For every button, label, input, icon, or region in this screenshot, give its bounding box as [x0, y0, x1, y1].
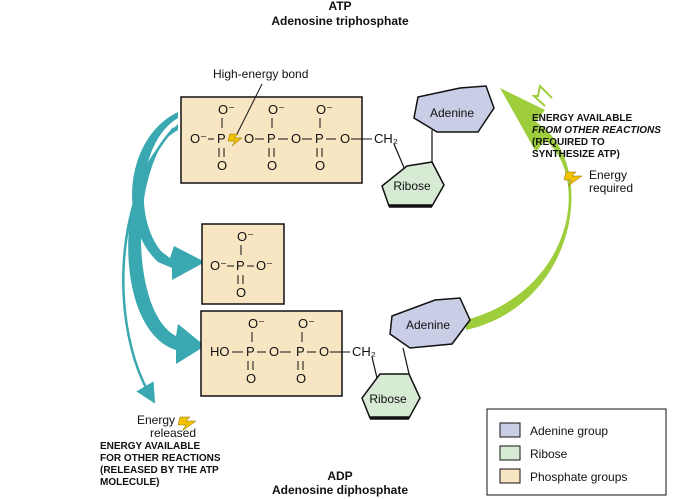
high-energy-bond-label: High-energy bond — [213, 67, 308, 81]
legend-swatch-ribose — [499, 445, 521, 461]
atp-adenine-label: Adenine — [430, 106, 474, 120]
adp-phosphate-box — [200, 310, 343, 397]
teal-arrow-released — [122, 127, 175, 404]
atp-subtitle: Adenosine triphosphate — [271, 14, 409, 28]
svg-text:O: O — [217, 158, 227, 173]
teal-arrow-to-pi — [132, 112, 205, 280]
adp-adenine-label: Adenine — [406, 318, 450, 332]
high-energy-bolt-icon — [227, 133, 243, 147]
svg-text:O⁻: O⁻ — [210, 258, 227, 273]
free-phosphate-box — [201, 223, 285, 305]
svg-text:O: O — [246, 371, 256, 386]
svg-text:O: O — [267, 158, 277, 173]
svg-text:P: P — [267, 131, 276, 146]
svg-text:P: P — [236, 258, 245, 273]
legend-label-ribose: Ribose — [530, 447, 568, 461]
svg-text:P: P — [296, 344, 305, 359]
svg-text:O⁻: O⁻ — [268, 102, 285, 117]
energy-required-line1: Energy — [589, 168, 627, 182]
legend-label-adenine: Adenine group — [530, 424, 608, 438]
atp-ch2: CH₂ — [374, 131, 398, 146]
energy-required-bolt-icon — [563, 171, 583, 187]
svg-text:ENERGY AVAILABLE: ENERGY AVAILABLE — [100, 441, 201, 452]
svg-text:FROM OTHER REACTIONS: FROM OTHER REACTIONS — [532, 125, 661, 136]
svg-text:O⁻: O⁻ — [190, 131, 207, 146]
adp-phosphate-formula: HO O⁻ P O O O⁻ P O O — [210, 316, 350, 386]
svg-text:P: P — [315, 131, 324, 146]
svg-text:P: P — [246, 344, 255, 359]
energy-released-line2: released — [150, 426, 196, 440]
legend-swatch-adenine — [499, 422, 521, 438]
svg-text:O⁻: O⁻ — [237, 229, 254, 244]
svg-text:O: O — [296, 371, 306, 386]
atp-adenine — [413, 85, 495, 133]
adp-ribose-label: Ribose — [369, 392, 407, 406]
teal-arrow-to-adp — [128, 124, 205, 364]
svg-text:FOR OTHER REACTIONS: FOR OTHER REACTIONS — [100, 453, 221, 464]
svg-text:P: P — [217, 131, 226, 146]
svg-text:O⁻: O⁻ — [298, 316, 315, 331]
energy-released-bolt-icon — [177, 416, 197, 432]
svg-text:O: O — [236, 285, 246, 300]
legend: Adenine group Ribose Phosphate groups — [486, 408, 667, 496]
energy-required-line2: required — [589, 181, 633, 195]
svg-text:O⁻: O⁻ — [316, 102, 333, 117]
legend-swatch-phosphate — [499, 468, 521, 484]
svg-text:O: O — [269, 344, 279, 359]
svg-text:HO: HO — [210, 344, 230, 359]
energy-available-for-text: ENERGY AVAILABLE FOR OTHER REACTIONS (RE… — [100, 441, 221, 488]
atp-title: ATP — [328, 0, 351, 13]
svg-text:(REQUIRED TO: (REQUIRED TO — [532, 137, 605, 148]
svg-text:O: O — [291, 131, 301, 146]
atp-phosphate-box — [180, 96, 363, 184]
svg-text:O⁻: O⁻ — [248, 316, 265, 331]
svg-text:O⁻: O⁻ — [256, 258, 273, 273]
atp-phosphate-formula: O⁻ O⁻ P O O O⁻ P O O O⁻ P O O — [190, 102, 372, 173]
svg-text:O: O — [340, 131, 350, 146]
adp-adenine — [389, 297, 471, 349]
energy-required-arrow — [466, 83, 572, 330]
svg-text:(RELEASED BY THE ATP: (RELEASED BY THE ATP — [100, 465, 219, 476]
svg-text:O⁻: O⁻ — [218, 102, 235, 117]
energy-available-from-text: ENERGY AVAILABLE FROM OTHER REACTIONS (R… — [532, 113, 661, 160]
adp-title: ADP — [327, 469, 352, 483]
adp-subtitle: Adenosine diphosphate — [272, 483, 408, 497]
adp-ch2: CH₂ — [352, 344, 376, 359]
high-energy-bond-pointer — [236, 83, 263, 135]
svg-text:O: O — [315, 158, 325, 173]
svg-text:ENERGY AVAILABLE: ENERGY AVAILABLE — [532, 113, 633, 124]
atp-ribose-label: Ribose — [393, 179, 431, 193]
svg-text:O: O — [244, 131, 254, 146]
energy-released-line1: Energy — [137, 413, 175, 427]
free-phosphate-formula: O⁻ O⁻ P O⁻ O — [210, 229, 273, 300]
svg-text:SYNTHESIZE ATP): SYNTHESIZE ATP) — [532, 149, 620, 160]
svg-text:MOLECULE): MOLECULE) — [100, 477, 159, 488]
energy-released-arrows — [122, 112, 205, 404]
legend-label-phosphate: Phosphate groups — [530, 470, 627, 484]
svg-text:O: O — [319, 344, 329, 359]
